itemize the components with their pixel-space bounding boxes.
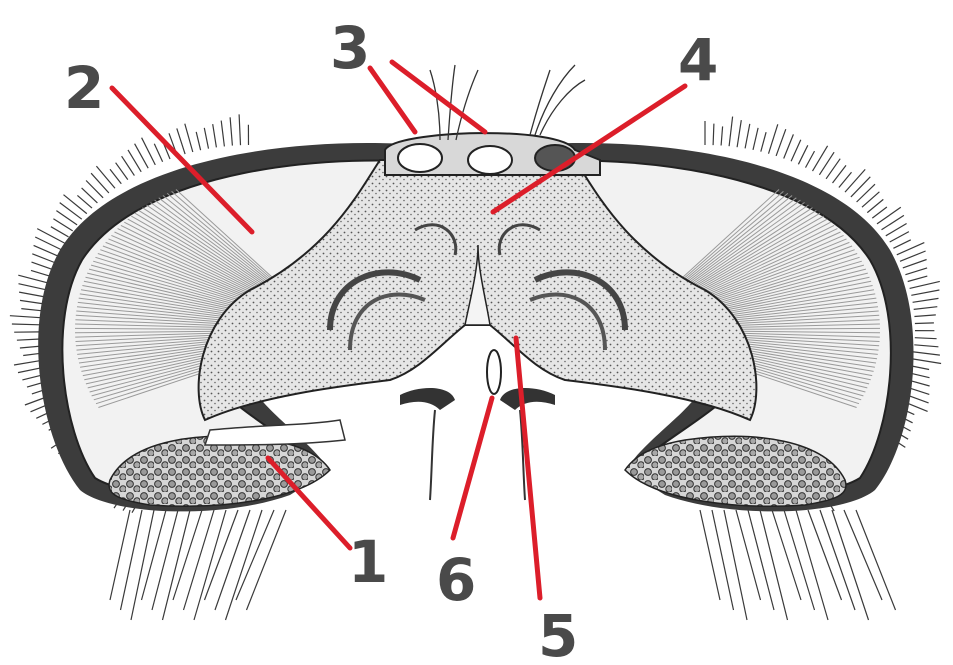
label-6: 6 bbox=[436, 546, 476, 614]
label-3: 3 bbox=[330, 14, 370, 82]
label-5: 5 bbox=[538, 602, 578, 665]
pointer-5 bbox=[516, 338, 540, 598]
gut-and-foot-region bbox=[400, 350, 555, 500]
pointer-3a bbox=[370, 68, 415, 132]
label-4: 4 bbox=[678, 26, 718, 94]
label-1: 1 bbox=[348, 528, 388, 596]
label-2: 2 bbox=[64, 54, 104, 122]
pointer-6 bbox=[453, 398, 492, 538]
statocyst bbox=[487, 350, 501, 394]
